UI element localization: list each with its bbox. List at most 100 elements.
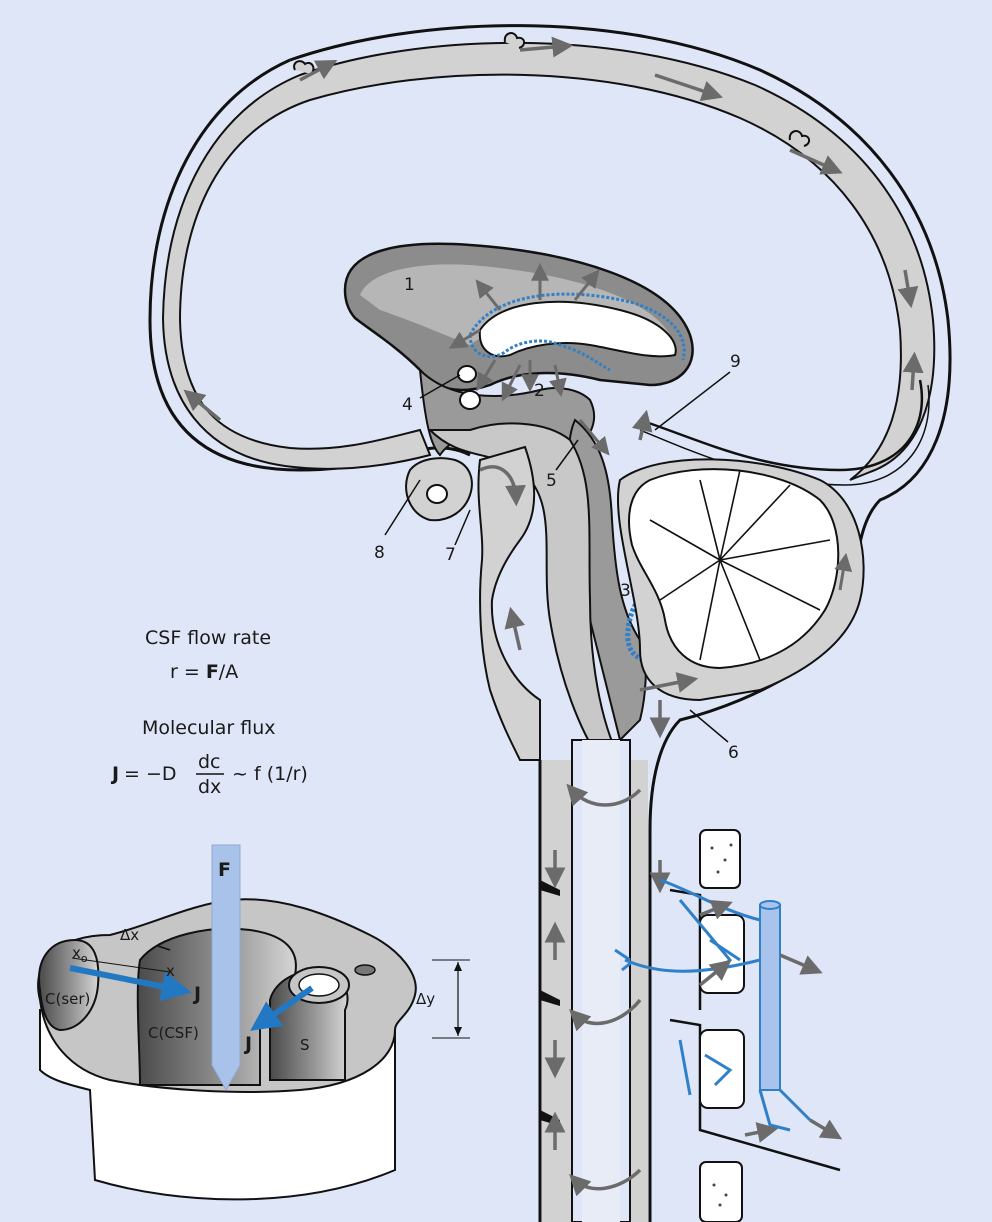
venous-plexus-vessel [778,1088,812,1122]
neural-foramen [699,1029,745,1109]
flow-arrow [479,465,526,507]
flux-numerator: dc [198,751,221,773]
arachnoid-granulation [788,130,810,147]
tentorium-inner [639,384,930,486]
flow-arrow [744,1122,779,1143]
f-flow-bar [211,844,241,1092]
flow-arrow [809,1118,843,1140]
leader-line-8 [384,479,421,536]
label-7: 7 [445,545,456,565]
flow-r: r = [170,661,206,683]
label-3: 3 [620,581,631,601]
cerebellar-folium [719,559,821,611]
subarachnoid-space [148,24,952,1222]
clivus [477,445,541,761]
flux-arrow-left [69,965,192,1002]
venous-plexus-vessel [709,938,741,962]
leader-line-9 [654,371,731,431]
flow-rate-title: CSF flow rate [145,627,271,649]
flow-arrow [834,552,853,591]
flux-arrow-right [250,985,314,1031]
flow-arrow [299,60,338,82]
bone-speckle [729,843,733,847]
bone-speckle [716,870,720,874]
lateral-ventricle-shading [360,264,672,345]
flow-arrow [476,359,497,392]
epidural-line [669,1018,841,1172]
flow-arrow [569,1168,642,1197]
cerebellar-folium [719,559,761,661]
flux-denominator: dx [198,776,221,798]
hypophysis [426,484,448,504]
arachnoid-granulation [503,32,525,49]
skull-outline [289,24,952,1222]
serum-compartment [38,938,100,1032]
equation-block: CSF flow rate r = F/A Molecular flux J =… [110,627,308,798]
leader-line-4 [419,374,461,399]
flow-arrow [566,783,642,807]
arachnoid-granulation [293,60,315,75]
dx-guide [71,957,171,973]
inset-J-right: J [243,1033,252,1055]
flow-rest: /A [219,661,238,683]
vertebral-vein [759,904,781,1091]
flow-arrow [698,959,732,987]
bone-speckle [724,1193,728,1197]
flow-F: F [206,661,219,683]
x0-base: x [72,944,81,962]
bone-speckle [710,846,714,850]
flow-arrow [183,389,222,422]
vertebral-venous-region [614,829,843,1222]
flow-arrow [639,672,699,693]
flux-tail: ~ f (1/r) [232,763,308,785]
cerebellar-folium [699,479,721,561]
inset-c-csf-label: C(CSF) [148,1024,199,1042]
leader-line-6 [689,709,729,743]
dy-arrowheads [454,962,462,1036]
interthalamic-adhesion [459,390,481,410]
spinal-canal [538,672,699,1222]
cerebellar-folium [659,559,721,601]
vertebral-vein-top [759,900,781,910]
flow-rate-equation: r = F/A [170,661,238,683]
inset-dy-label: Δy [416,990,435,1008]
inset-c-ser-label: C(ser) [45,990,90,1008]
leader-line-5 [555,439,579,471]
label-2: 2 [534,381,545,401]
dx-tick [157,945,171,951]
cerebellum-body [628,468,840,670]
cerebellar-folium [719,539,831,561]
flow-arrow [573,269,600,301]
bone-speckle [718,1203,722,1207]
nerve-root [540,990,560,1006]
inset-J-left: J [192,983,201,1005]
flow-arrow [448,328,481,349]
cerebellum [616,458,865,702]
flow-arrow [569,998,642,1032]
flow-arrow [475,279,502,311]
inset-x-label: x [166,962,175,980]
flux-equals-D: = −D [124,763,177,785]
label-4: 4 [402,395,413,415]
inset-F-label: F [218,859,231,881]
label-8: 8 [374,543,385,563]
label-5: 5 [546,471,557,491]
convexity-csf-band [161,41,936,481]
flow-arrow [504,606,526,651]
venous-plexus-vessel [614,948,633,972]
venous-plexus-vessel [678,1039,733,1096]
fornix [478,300,677,358]
bone-speckle [712,1183,716,1187]
x0-subscript: o [81,952,88,965]
flow-arrow [519,36,574,58]
inset-s-label: S [300,1036,310,1054]
vertebral-body [699,829,741,889]
choroid-plexus-lateral [468,292,686,372]
flow-arrow [654,73,723,101]
cerebellar-folium [719,469,741,561]
label-6: 6 [728,743,739,763]
tentorium-line [639,379,924,472]
flow-arrow [779,953,823,975]
